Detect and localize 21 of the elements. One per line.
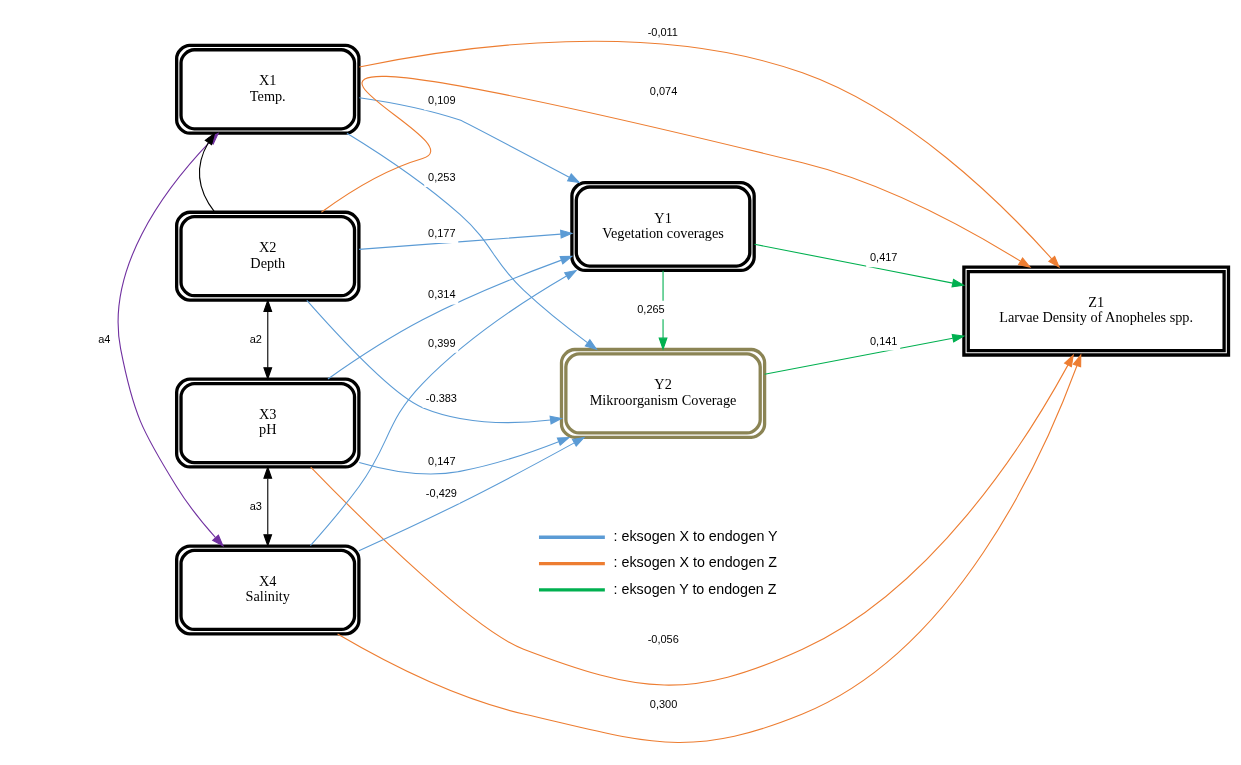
edge-label: 0,265 [637, 302, 665, 315]
edge-label: -0,429 [425, 486, 457, 499]
edge-label: 0,417 [870, 250, 898, 263]
legend-label: : eksogen X to endogen Y [613, 527, 778, 544]
legend-label: : eksogen Y to endogen Z [613, 580, 777, 597]
edge-label: -0.383 [425, 391, 457, 404]
edge-label: 0,253 [428, 170, 456, 183]
edge-label: a3 [249, 499, 262, 512]
edge-label: 0,177 [428, 226, 456, 239]
edge-label: 0,300 [649, 697, 678, 710]
legend-label: : eksogen X to endogen Z [613, 553, 778, 570]
edge-label: 0,141 [870, 334, 898, 347]
edge-label: 0,399 [428, 336, 456, 349]
edge-label: -0,011 [647, 25, 678, 38]
edge-label: 0,314 [428, 287, 456, 300]
edge-label: 0,074 [649, 84, 678, 97]
edge-label: -0,056 [647, 632, 679, 645]
edge-label: a4 [98, 332, 111, 345]
edge-label: 0,147 [428, 454, 456, 467]
edge-label: 0,109 [428, 93, 456, 106]
edge-label: a2 [249, 332, 262, 345]
